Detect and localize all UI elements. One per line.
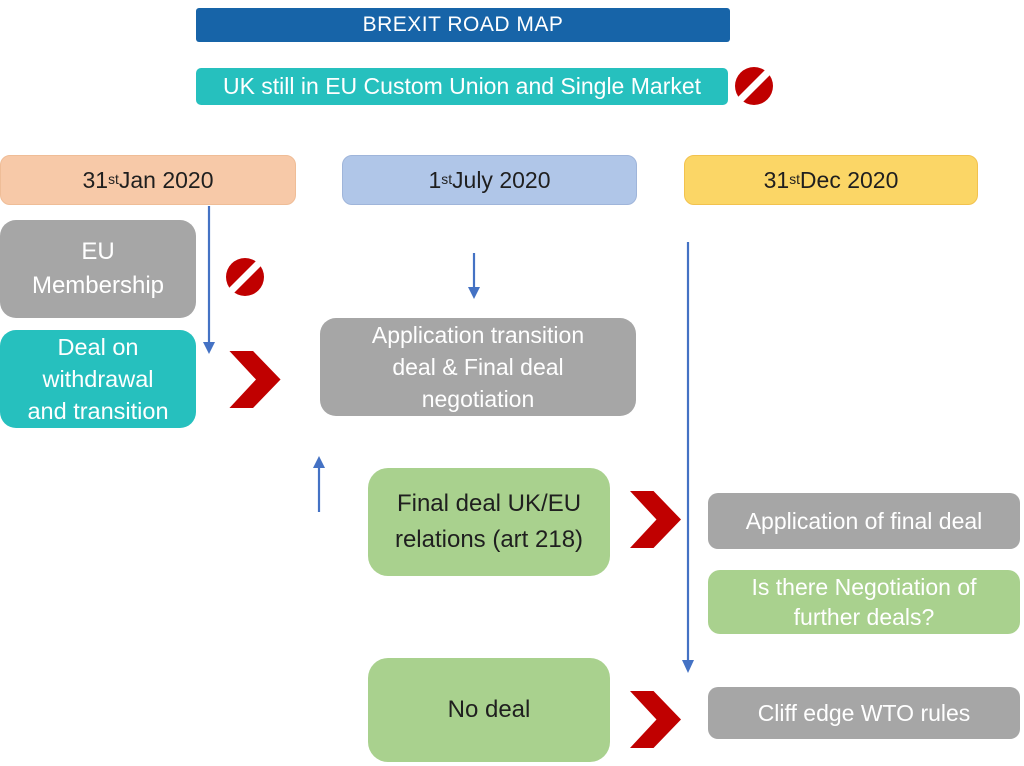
- page-title: BREXIT ROAD MAP: [362, 13, 564, 36]
- arrow-down-icon: [682, 242, 694, 673]
- box-line: and transition: [27, 398, 169, 424]
- date-day: 31: [82, 166, 109, 193]
- box-line: Final deal UK/EU: [396, 490, 582, 517]
- box-line: negotiation: [421, 386, 535, 412]
- box-deal-withdrawal-transition: Deal on withdrawal and transition: [0, 330, 196, 428]
- title-bar: BREXIT ROAD MAP: [196, 8, 730, 42]
- box-line: withdrawal: [42, 366, 154, 392]
- chevron-right-icon: [229, 351, 281, 408]
- box-no-deal: No deal: [368, 658, 610, 762]
- no-entry-icon: [225, 257, 265, 297]
- box-line: deal & Final deal: [392, 354, 564, 380]
- date-day: 1: [428, 166, 442, 193]
- arrow-up-icon: [313, 456, 325, 512]
- box-cliff-edge-wto-rules: Cliff edge WTO rules: [708, 687, 1020, 739]
- banner-label: UK still in EU Custom Union and Single M…: [222, 73, 702, 99]
- banner-uk-eu-status: UK still in EU Custom Union and Single M…: [196, 68, 728, 105]
- box-line: Application transition: [371, 322, 585, 348]
- box-line: Membership: [31, 272, 165, 299]
- box-application-transition-deal: Application transition deal & Final deal…: [320, 318, 636, 416]
- no-entry-icon: [734, 66, 774, 106]
- date-rest: July 2020: [452, 166, 551, 193]
- box-line: Deal on: [57, 334, 139, 360]
- box-application-of-final-deal: Application of final deal: [708, 493, 1020, 549]
- box-eu-membership: EU Membership: [0, 220, 196, 318]
- chevron-right-icon: [630, 691, 681, 748]
- chevron-right-icon: [630, 491, 681, 548]
- arrow-down-icon: [468, 253, 480, 299]
- box-negotiation-further-deals: Is there Negotiation of further deals?: [708, 570, 1020, 634]
- box-line: EU: [81, 238, 115, 265]
- box-final-deal-uk-eu: Final deal UK/EU relations (art 218): [368, 468, 610, 576]
- arrow-down-icon: [203, 206, 215, 354]
- date-rest: Dec 2020: [799, 166, 899, 193]
- date-rest: Jan 2020: [118, 166, 214, 193]
- box-line: No deal: [447, 696, 531, 723]
- box-line: relations (art 218): [394, 526, 584, 553]
- box-line: Is there Negotiation of: [751, 574, 977, 600]
- box-line: Application of final deal: [745, 507, 983, 534]
- date-day: 31: [763, 166, 790, 193]
- box-line: Cliff edge WTO rules: [757, 699, 971, 726]
- box-line: further deals?: [793, 604, 935, 630]
